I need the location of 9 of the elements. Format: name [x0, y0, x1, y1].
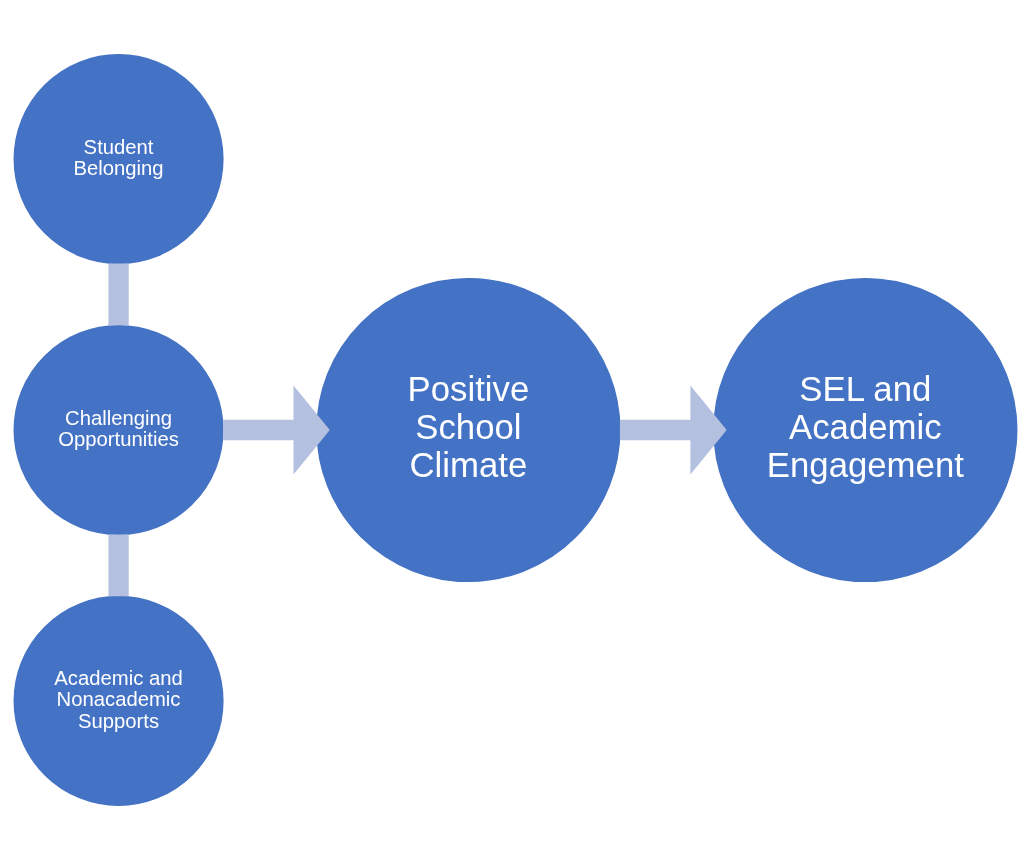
node-circle: Challenging Opportunities [13, 324, 224, 536]
node-circle: Academic and Nonacademic Supports [13, 595, 224, 806]
connector [108, 263, 129, 326]
node-circle: Student Belonging [13, 54, 224, 265]
arrow [223, 385, 330, 475]
connector [108, 534, 129, 597]
node-circle: SEL and Academic Engagement [713, 277, 1018, 583]
node-circle: Positive School Climate [316, 277, 621, 583]
arrow [619, 385, 727, 475]
